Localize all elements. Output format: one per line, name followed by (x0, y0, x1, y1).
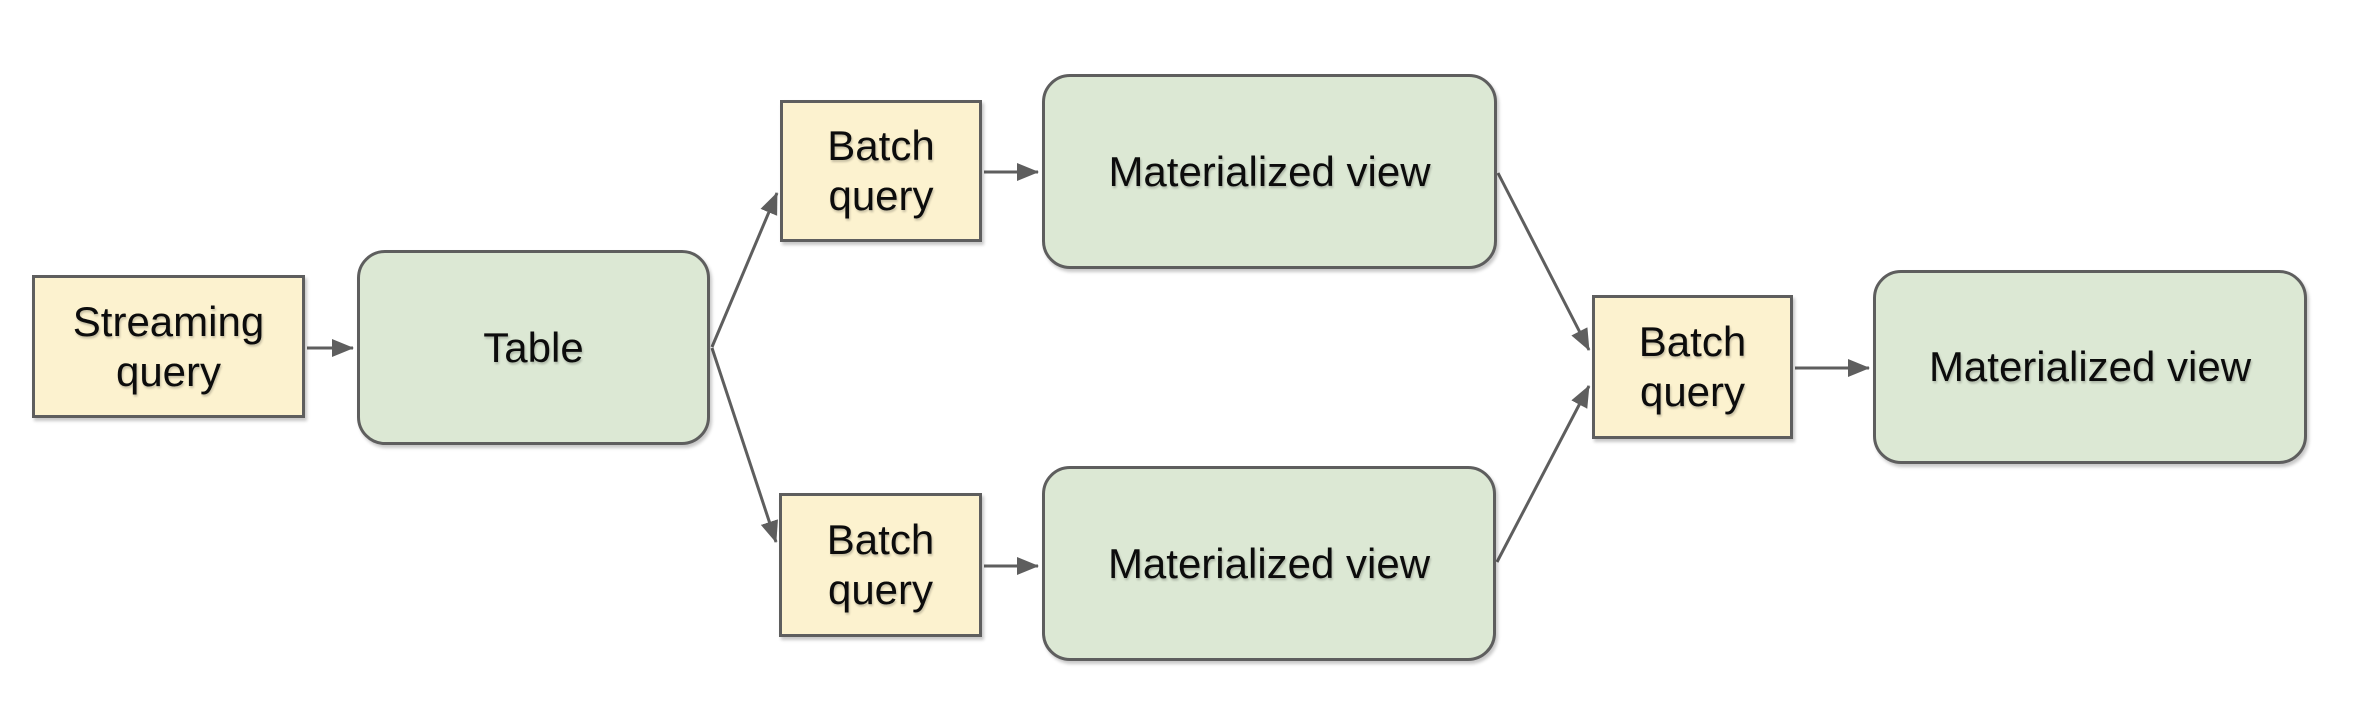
node-materialized-view-right-label: Materialized view (1928, 343, 2252, 390)
node-materialized-view-top-label: Materialized view (1108, 147, 1431, 195)
node-table: Table (357, 250, 710, 445)
edge-materialized-view-top-to-batch-query-right (1496, 172, 1591, 351)
node-materialized-view-right: Materialized view (1873, 270, 2307, 464)
node-batch-query-bottom-label: Batch query (826, 516, 935, 613)
node-batch-query-right: Batch query (1592, 295, 1793, 439)
node-materialized-view-bottom: Materialized view (1042, 466, 1496, 661)
node-batch-query-right-label: Batch query (1638, 318, 1747, 415)
node-table-label: Table (483, 323, 584, 371)
node-batch-query-bottom: Batch query (779, 493, 982, 637)
edge-materialized-view-bottom-to-batch-query-right (1495, 385, 1591, 563)
node-batch-query-top: Batch query (780, 100, 982, 242)
node-streaming-query: Streaming query (32, 275, 305, 418)
node-batch-query-top-label: Batch query (827, 122, 935, 219)
node-materialized-view-bottom-label: Materialized view (1107, 539, 1431, 587)
edge-table-to-batch-query-top (710, 192, 779, 348)
edge-table-to-batch-query-bottom (710, 347, 778, 543)
node-materialized-view-top: Materialized view (1042, 74, 1497, 269)
node-streaming-query-label: Streaming query (72, 297, 265, 395)
